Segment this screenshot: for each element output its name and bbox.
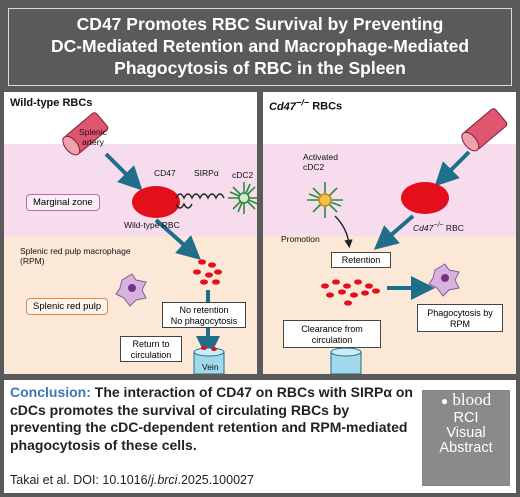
rpm-label-line-2: (RPM) [20, 256, 45, 266]
splenic-artery-label: Splenic artery [79, 127, 107, 147]
activated-cdc2-cell [307, 182, 343, 218]
activated-label-line-1: Activated [303, 152, 338, 162]
blood-logo-text: blood [452, 390, 492, 409]
badge-line-1: RCI [453, 410, 479, 426]
no-retention-box: No retention No phagocytosis [162, 302, 246, 328]
return-line-1: Return to [132, 339, 170, 349]
red-pulp-label: Splenic red pulp [26, 298, 109, 315]
cdc2-label: cDC2 [232, 170, 254, 180]
clearance-box: Clearance from circulation [283, 320, 381, 348]
citation-prefix: Takai et al. DOI: 10.1016/ [10, 473, 152, 487]
marginal-zone-label: Marginal zone [26, 194, 100, 211]
conclusion-body: The interaction of CD47 on RBCs with SIR… [10, 384, 413, 453]
knockout-rbc-suffix: RBC [443, 222, 464, 233]
wild-type-rbc-label: Wild-type RBC [124, 220, 180, 230]
vein-label: Vein [202, 362, 219, 372]
clearance-line-2: circulation [311, 335, 353, 345]
title-line-2: DC-Mediated Retention and Macrophage-Med… [50, 36, 470, 56]
splenic-artery-vessel [62, 112, 109, 156]
page-title: CD47 Promotes RBC Survival by Preventing… [8, 8, 512, 86]
knockout-rbc-cell [401, 182, 449, 214]
wild-type-heading: Wild-type RBCs [10, 97, 93, 109]
knockout-rbc-sup: −/− [433, 221, 444, 229]
title-line-3: Phagocytosis of RBC in the Spleen [114, 58, 406, 78]
blood-logo: ● blood [440, 390, 492, 409]
citation[interactable]: Takai et al. DOI: 10.1016/j.brci.2025.10… [10, 473, 254, 487]
clearance-line-1: Clearance from [301, 324, 363, 334]
phago-line-1: Phagocytosis by [427, 308, 493, 318]
no-retention-text: No retention [179, 305, 229, 315]
wild-type-illustration [4, 112, 257, 374]
rpm-label-line-1: Splenic red pulp macrophage [20, 246, 131, 256]
sirpa-label: SIRPα [194, 168, 219, 178]
no-phagocytosis-text: No phagocytosis [170, 316, 238, 326]
knockout-rbc-label: Cd47−/− RBC [413, 220, 464, 233]
rbc-cluster [193, 259, 222, 285]
knockout-heading-gene: Cd47 [269, 100, 296, 113]
wild-type-rbc-cell [132, 186, 180, 218]
vein-vessel-right [330, 347, 362, 374]
marginal-zone-region-right [263, 144, 516, 236]
rbc-arrow [154, 218, 201, 260]
artery-arrow [104, 152, 143, 191]
phago-line-2: RPM [450, 319, 470, 329]
artery-arrow-right [434, 150, 471, 187]
citation-suffix: .2025.100027 [177, 473, 254, 487]
knockout-heading-suffix: RBCs [309, 100, 343, 113]
return-line-2: circulation [130, 350, 172, 360]
promotion-label: Promotion [281, 234, 320, 244]
cd47-label: CD47 [154, 168, 176, 178]
conclusion-panel: Conclusion: The interaction of CD47 on R… [4, 380, 516, 493]
visual-abstract-badge: ● blood RCI Visual Abstract [422, 390, 510, 486]
knockout-heading: Cd47−/− RBCs [269, 97, 342, 113]
retained-rbc-cluster [321, 279, 380, 306]
activated-label-line-2: cDC2 [303, 162, 325, 172]
splenic-artery-vessel-right [461, 108, 508, 152]
conclusion-text: Conclusion: The interaction of CD47 on R… [10, 384, 418, 454]
knockout-rbc-gene: Cd47 [413, 222, 434, 233]
conclusion-label: Conclusion: [10, 384, 91, 400]
cd47-knockout-panel: Cd47−/− RBCs Activated cDC2 Cd47−/− RBC … [263, 92, 516, 374]
cd47-sirpa-link [175, 193, 225, 200]
citation-italic: j.brci [151, 473, 178, 487]
promotion-arrow [334, 215, 353, 249]
vein-vessel [193, 346, 225, 374]
cdc2-cell [228, 182, 257, 214]
retention-box: Retention [331, 252, 391, 268]
rbc-arrow-right [373, 214, 415, 250]
title-line-1: CD47 Promotes RBC Survival by Preventing [76, 14, 444, 34]
badge-line-2: Visual [446, 425, 486, 441]
return-to-circulation-box: Return to circulation [120, 336, 182, 362]
knockout-heading-sup: −/− [295, 97, 310, 107]
wild-type-panel: Wild-type RBCs Splenic artery CD47 SIRPα… [4, 92, 257, 374]
phagocytosis-box: Phagocytosis by RPM [417, 304, 503, 332]
badge-line-3: Abstract [439, 440, 493, 456]
